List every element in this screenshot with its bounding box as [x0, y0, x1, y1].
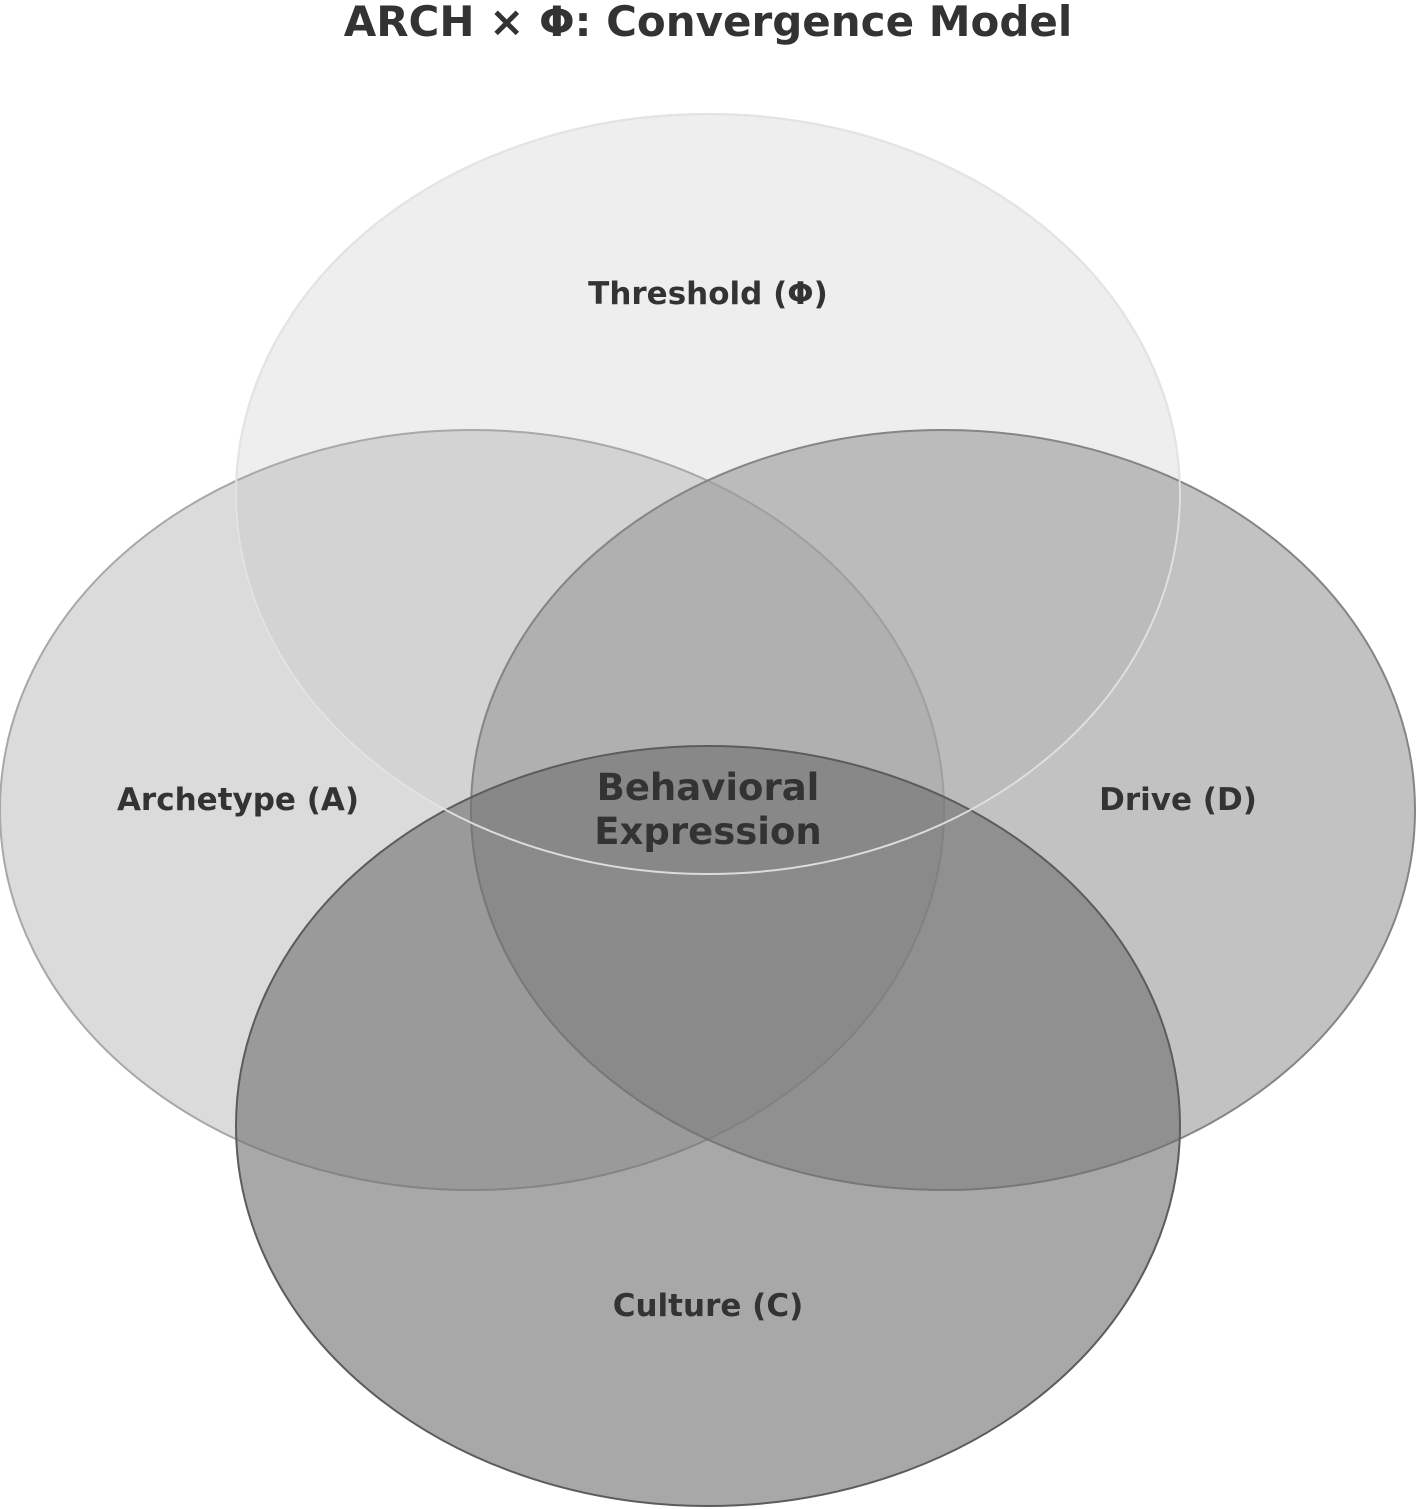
culture-ellipse: [235, 745, 1181, 1507]
center-label-line-2: Expression: [594, 810, 821, 853]
center-label-line-1: Behavioral: [597, 766, 820, 809]
threshold-ellipse-outline: [235, 113, 1181, 875]
drive-label: Drive (D): [1099, 782, 1257, 818]
threshold-label: Threshold (Φ): [588, 276, 828, 312]
diagram-title: ARCH × Φ: Convergence Model: [344, 0, 1073, 46]
archetype-label: Archetype (A): [117, 782, 359, 818]
culture-label: Culture (C): [613, 1288, 804, 1324]
